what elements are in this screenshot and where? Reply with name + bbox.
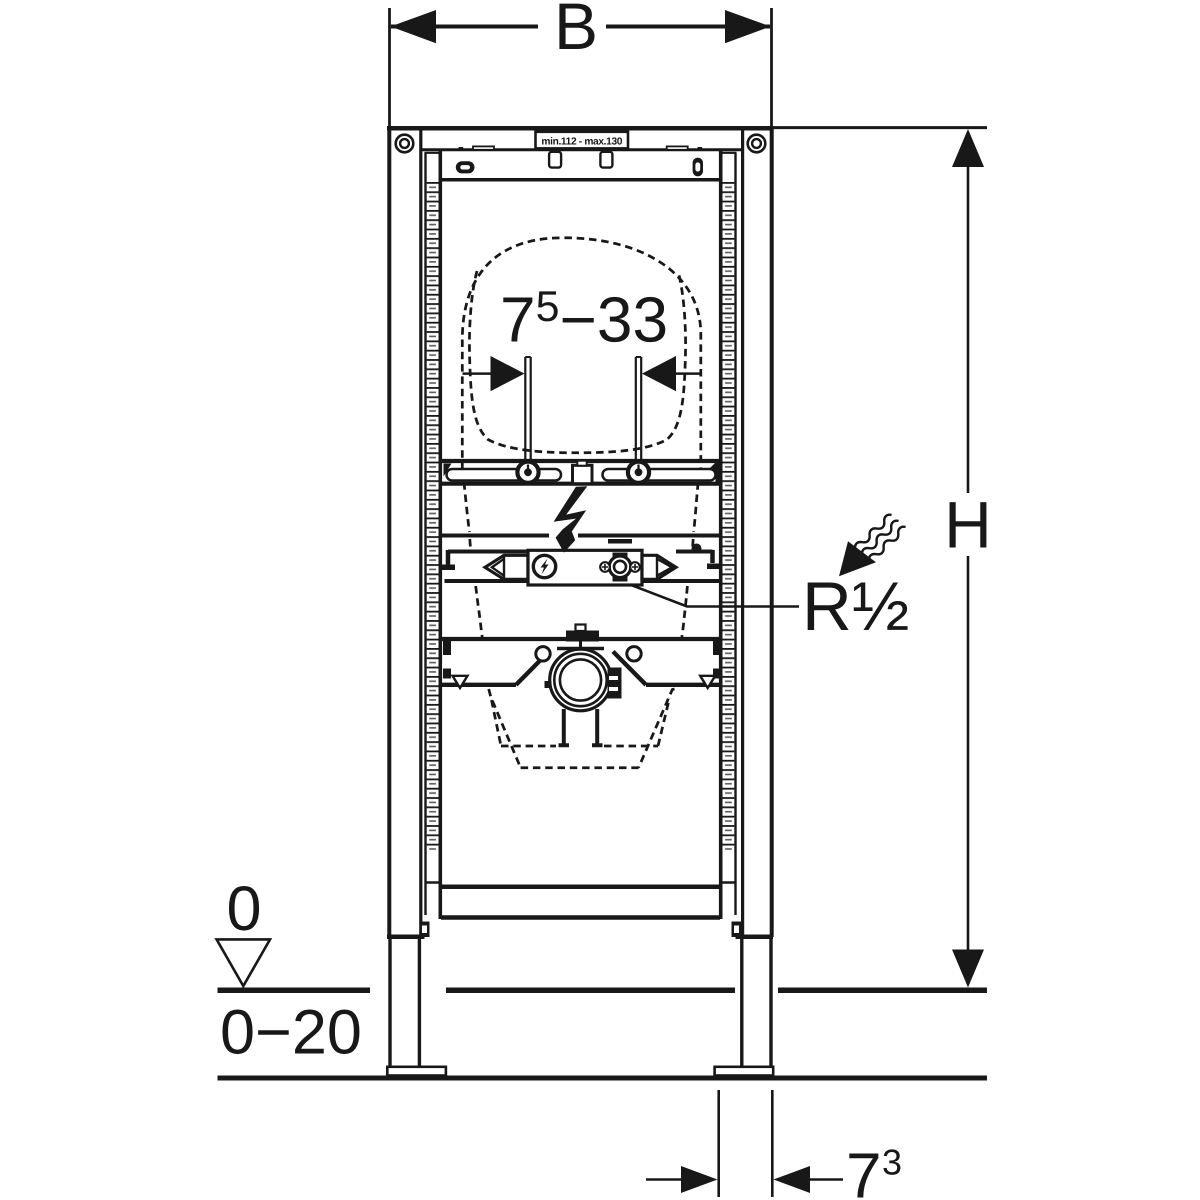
svg-text:min.112 - max.130: min.112 - max.130 (541, 137, 622, 148)
svg-text:0: 0 (226, 874, 261, 944)
svg-text:B: B (554, 0, 598, 63)
svg-text:H: H (944, 488, 992, 562)
svg-text:3: 3 (882, 1142, 902, 1183)
svg-text:R½: R½ (802, 568, 909, 645)
svg-text:0−20: 0−20 (220, 998, 362, 1068)
svg-text:7: 7 (846, 1140, 882, 1200)
svg-text:75−33: 75−33 (500, 283, 668, 356)
